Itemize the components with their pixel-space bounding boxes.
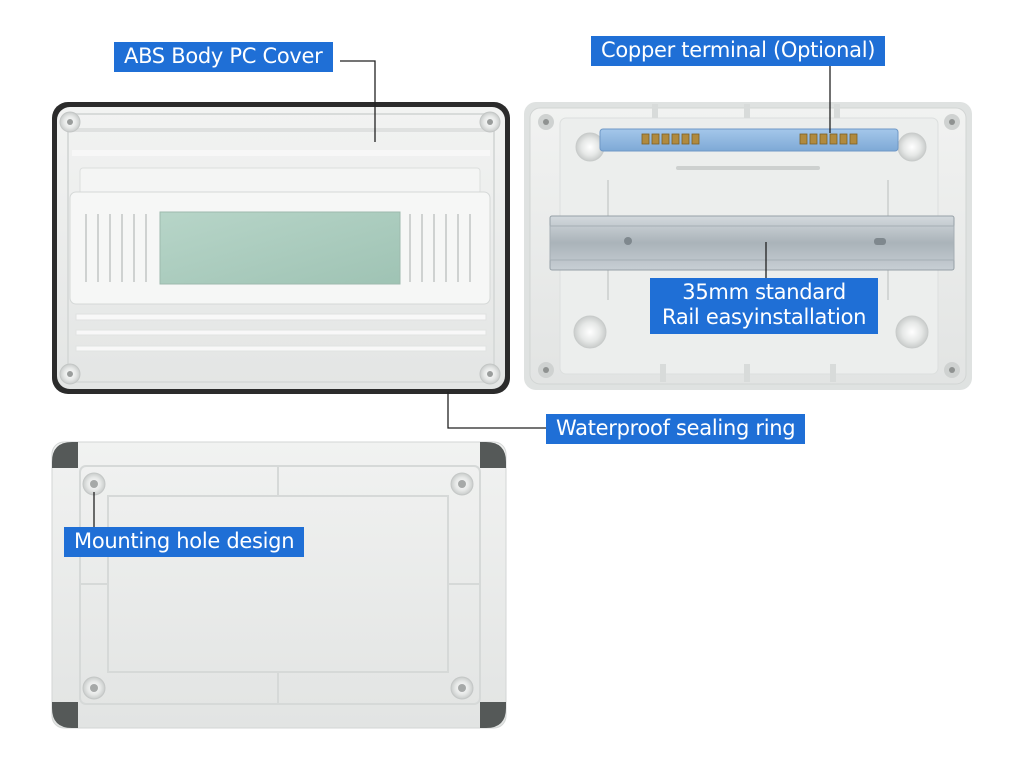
callout-mounting-hole-design: Mounting hole design	[64, 527, 305, 557]
callout-text: ABS Body PC Cover	[124, 44, 323, 68]
copper-terminal-bar	[599, 128, 899, 152]
callout-text: Mounting hole design	[74, 529, 295, 553]
enclosure-base-interior	[524, 102, 972, 390]
callout-abs-body-pc-cover: ABS Body PC Cover	[114, 42, 333, 72]
vent-slats-left	[85, 214, 147, 282]
callout-35mm-rail: 35mm standard Rail easyinstallation	[650, 278, 879, 334]
leader-lines	[93, 60, 831, 528]
callout-copper-terminal: Copper terminal (Optional)	[591, 36, 886, 66]
din-rail	[549, 215, 955, 271]
leader-abs-body	[340, 60, 376, 142]
enclosure-base-exterior	[51, 441, 507, 729]
callout-text: Copper terminal (Optional)	[601, 38, 876, 62]
pc-cover	[52, 102, 510, 394]
vent-slats-right	[409, 214, 471, 282]
callout-waterproof-sealing-ring: Waterproof sealing ring	[546, 414, 806, 444]
leader-sealing-ring	[447, 392, 546, 429]
callout-text-line2: Rail easyinstallation	[662, 305, 867, 329]
transparent-window	[159, 211, 401, 285]
callout-text-line1: 35mm standard	[682, 280, 846, 304]
lid-corner-screws	[59, 111, 501, 385]
callout-text: Waterproof sealing ring	[556, 416, 796, 440]
